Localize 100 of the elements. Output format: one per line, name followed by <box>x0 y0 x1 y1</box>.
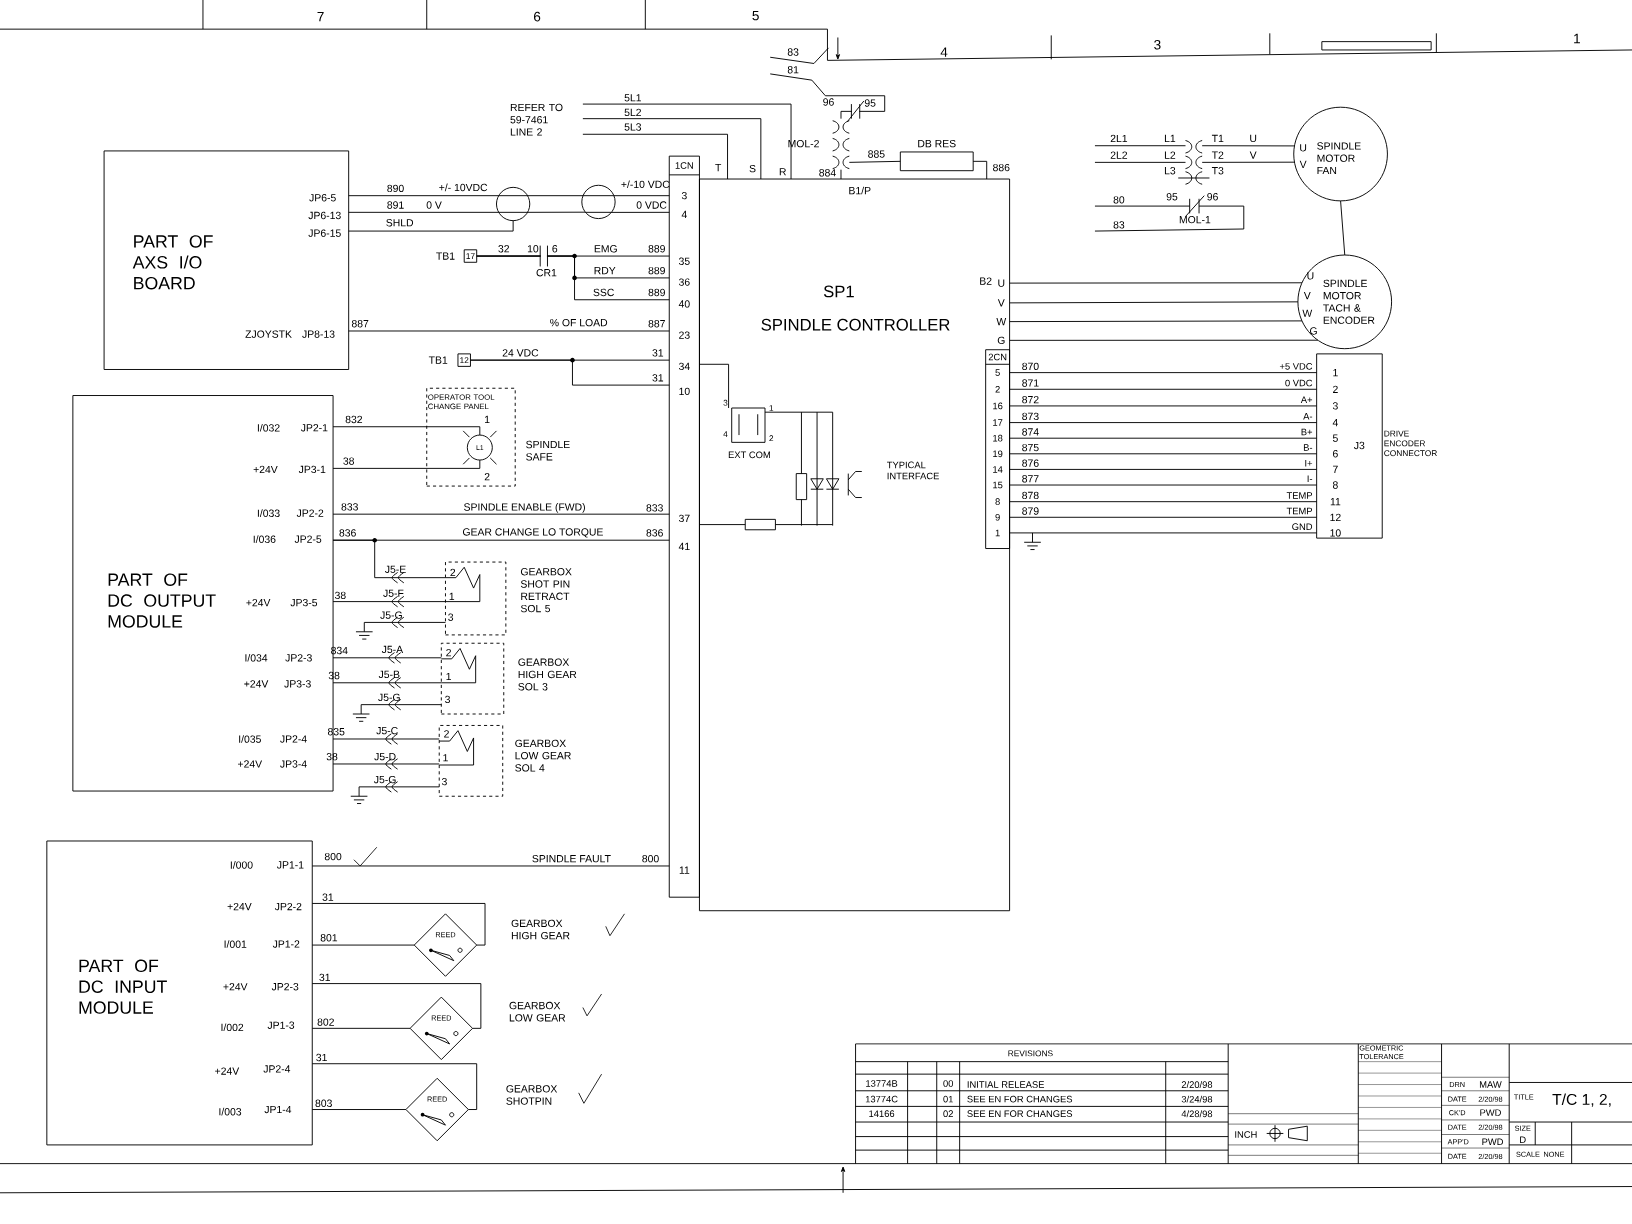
signal-label: B+ <box>1301 428 1313 436</box>
signal-label: A+ <box>1300 396 1313 403</box>
wire <box>972 160 988 180</box>
pin-number: 2 <box>450 568 456 577</box>
wire <box>332 513 670 515</box>
wire-number: 800 <box>324 852 342 861</box>
device-label: MOL-2 <box>788 139 819 148</box>
table-cell: SEE EN FOR CHANGES <box>967 1095 1073 1103</box>
wire-number: 887 <box>351 320 369 328</box>
title-block-text: PWD <box>1480 1109 1501 1116</box>
pin-number: 5 <box>1332 434 1338 442</box>
pin-number: 1 <box>443 754 448 762</box>
terminal-label: JP6-13 <box>308 211 341 220</box>
terminal-label: +24V <box>215 1067 240 1075</box>
title-block-text: T/C 1, 2, <box>1552 1093 1611 1107</box>
pin-number: 8 <box>1332 481 1338 489</box>
pin-number: 2 <box>444 730 449 738</box>
wire <box>527 195 584 197</box>
connector-label: J5-A <box>381 645 404 654</box>
wire-number: 802 <box>317 1018 334 1026</box>
terminal-label: I/003 <box>219 1107 242 1116</box>
wire-number: V <box>1249 151 1257 159</box>
shield-symbol <box>581 184 616 220</box>
table-cell: 00 <box>943 1080 954 1087</box>
device-label: GEARBOX HIGH GEAR SOL 3 <box>518 658 577 691</box>
table-heading: REVISIONS <box>1008 1050 1053 1057</box>
terminal-label: JP3-3 <box>284 680 311 688</box>
wire-number: 83 <box>787 48 799 56</box>
wire-number: 891 <box>387 201 404 209</box>
wire-number: 887 <box>648 320 665 328</box>
pin-number: 2 <box>995 386 1000 393</box>
terminal-label: B1/P <box>849 186 871 195</box>
wire-number: 2L1 <box>1110 134 1128 143</box>
wire-number: 870 <box>1022 362 1039 371</box>
terminal-label: 95 <box>1166 193 1178 201</box>
terminal-label: JP1-4 <box>264 1105 292 1114</box>
pin-number: 36 <box>678 278 690 286</box>
wire-number: 38 <box>334 591 346 600</box>
pin-number: 2 <box>446 648 451 657</box>
wire <box>311 1109 407 1110</box>
connector-label: J5-G <box>380 611 402 619</box>
zone-number: 4 <box>940 47 948 57</box>
device-label: GEARBOX LOW GEAR SOL 4 <box>515 739 571 772</box>
terminal-label: JP2-3 <box>271 983 299 991</box>
node-label: DB RES <box>918 139 956 148</box>
note-text: TYPICAL INTERFACE <box>887 461 939 480</box>
wire-number: 81 <box>787 66 799 74</box>
note-text: REFER TO 59-7461 LINE 2 <box>510 103 563 136</box>
terminal-label: +24V <box>246 599 271 607</box>
wire <box>1009 437 1318 439</box>
terminal-label: 10 <box>527 245 539 253</box>
table-cell: 14166 <box>869 1110 895 1117</box>
pin-number: 3 <box>441 778 447 786</box>
pin-number: 37 <box>678 514 690 522</box>
connector-label: J5-B <box>378 670 400 679</box>
device-label: CR1 <box>536 269 557 277</box>
signal-label: TEMP <box>1286 507 1313 515</box>
terminal-label: L3 <box>1164 167 1176 175</box>
pin-number: 1 <box>995 529 1000 537</box>
wire <box>527 211 586 213</box>
wire-number: 832 <box>345 415 363 424</box>
solenoid-box <box>440 642 505 715</box>
terminal-box: 12 <box>457 353 471 367</box>
wire-number: 889 <box>648 266 665 275</box>
terminal-label: I/036 <box>253 535 276 543</box>
pin-number: 10 <box>679 387 690 396</box>
device-label: SPINDLE SAFE <box>526 440 570 461</box>
wire-number: 800 <box>642 855 659 863</box>
wire-number: 80 <box>1113 196 1125 204</box>
wire-number: 834 <box>331 646 348 655</box>
pin-number: 10 <box>1330 529 1341 537</box>
connector-label: J5-E <box>385 565 406 573</box>
signal-label: +5 VDC <box>1279 363 1313 370</box>
zone-number: 6 <box>534 11 541 22</box>
wire <box>1009 388 1318 390</box>
signal-label: B- <box>1303 444 1313 451</box>
wire <box>348 330 670 332</box>
terminal-box: 17 <box>463 249 478 263</box>
terminal-label: V <box>1303 292 1311 300</box>
connector-label: J5-F <box>383 589 404 597</box>
signal-label: % OF LOAD <box>550 319 608 327</box>
wire-number: 31 <box>316 1053 327 1062</box>
wire <box>1009 468 1318 470</box>
terminal-label: JP6-15 <box>308 229 341 237</box>
terminal-label: +24V <box>227 902 252 911</box>
terminal-label: 6 <box>552 245 558 253</box>
terminal-label: JP2-2 <box>296 509 324 517</box>
title-block-text: PWD <box>1482 1138 1504 1145</box>
title-block-text: INCH <box>1235 1131 1257 1138</box>
wire-number: 38 <box>343 457 354 465</box>
wire <box>1009 339 1319 341</box>
pin-number: 5 <box>995 369 1000 376</box>
terminal-label: JP2-4 <box>263 1065 291 1073</box>
pin-number: 1 <box>485 415 490 424</box>
terminal-label: V <box>997 299 1005 307</box>
wire <box>348 195 500 197</box>
terminal-label: L2 <box>1164 151 1176 159</box>
wire-number: 872 <box>1022 396 1039 404</box>
wire <box>358 786 440 788</box>
wire-number: 803 <box>315 1099 332 1107</box>
